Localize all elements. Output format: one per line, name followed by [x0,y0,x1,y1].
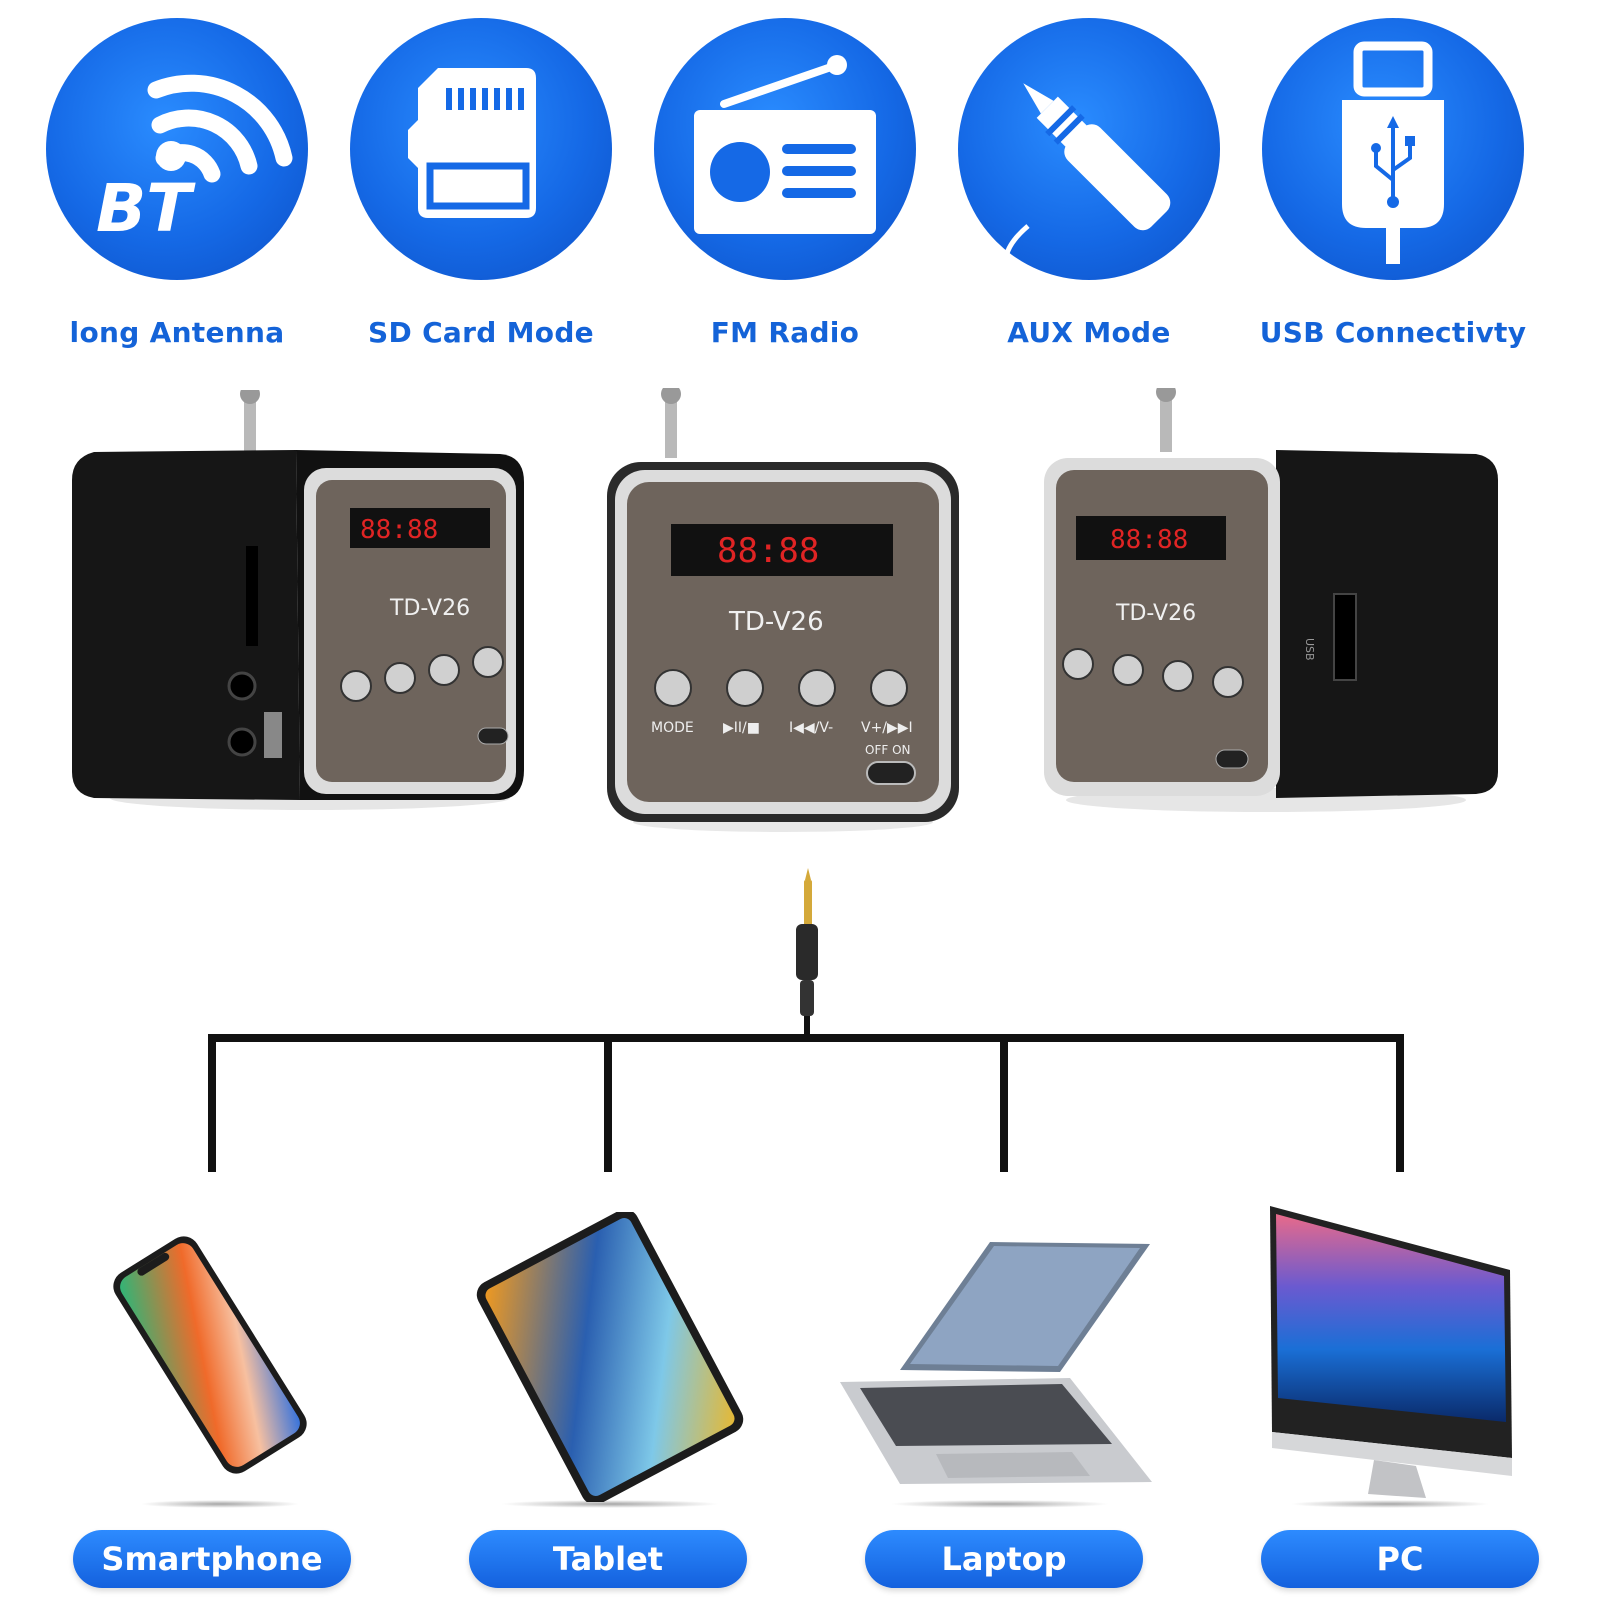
tablet-shadow [500,1500,720,1508]
feature-aux: AUX Mode [939,18,1239,349]
feature-label: SD Card Mode [368,316,594,349]
smartphone-image [110,1230,310,1484]
pc-shadow [1290,1500,1490,1508]
device-pill-laptop: Laptop [865,1530,1143,1588]
model-label: TD-V26 [1115,601,1196,626]
switch-label: OFF ON [865,743,911,757]
device-pill-smartphone: Smartphone [73,1530,351,1588]
feature-bluetooth: BT long Antenna [27,18,327,349]
feature-label: FM Radio [710,316,860,349]
device-pill-pc: PC [1261,1530,1539,1588]
aux-cable-tree [208,868,1404,1172]
aux-plug-icon [958,18,1220,280]
feature-label: USB Connectivty [1259,316,1527,349]
speaker-right-view: 88:88 TD-V26 USB [1036,388,1516,838]
feature-fm-radio: FM Radio [635,18,935,349]
model-label: TD-V26 [728,607,824,637]
next-button-label: V+/▶▶I [861,720,913,736]
laptop-shadow [890,1500,1110,1508]
feature-usb: USB Connectivty [1243,18,1543,349]
display-digits: 88:88 [360,515,438,545]
usb-plug-icon [1262,18,1524,280]
usb-port-label: USB [1303,638,1316,661]
pc-image [1266,1200,1526,1504]
sd-card-icon [350,18,612,280]
radio-icon [654,18,916,280]
prev-button-label: I◀◀/V- [789,720,833,736]
display-digits: 88:88 [717,531,819,571]
laptop-image [840,1232,1160,1496]
display-digits: 88:88 [1110,525,1188,555]
feature-sd-card: SD Card Mode [331,18,631,349]
mode-button-label: MODE [651,720,694,736]
feature-label: long Antenna [69,316,285,349]
model-label: TD-V26 [389,596,470,621]
device-pill-tablet: Tablet [469,1530,747,1588]
bt-badge: BT [96,170,196,247]
tablet-image [470,1209,750,1506]
smartphone-shadow [140,1500,300,1508]
bluetooth-icon: BT [46,18,308,280]
speaker-front-view: 88:88 TD-V26 MODE ▶II/■ I◀◀/V- V+/▶▶I OF… [605,388,965,838]
play-button-label: ▶II/■ [723,720,760,736]
feature-label: AUX Mode [1007,316,1171,349]
speaker-left-view: 88:88 TD-V26 [60,390,540,840]
